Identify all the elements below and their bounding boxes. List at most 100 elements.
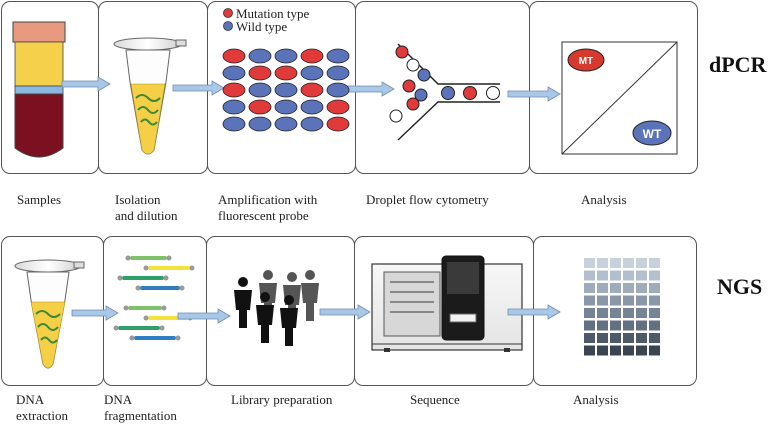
- heatmap-cell: [649, 345, 660, 356]
- heatmap-cell: [584, 345, 595, 356]
- heatmap-cell: [649, 320, 660, 331]
- heatmap-cell: [623, 270, 634, 281]
- person-figure: [280, 295, 298, 346]
- heatmap-cell: [623, 308, 634, 318]
- person-figure: [301, 270, 319, 321]
- heatmap-cell: [610, 283, 621, 293]
- heatmap-cell: [636, 295, 647, 306]
- legend-wild-label: Wild type: [236, 19, 287, 34]
- heatmap-cell: [623, 333, 634, 343]
- heatmap-cell: [649, 283, 660, 293]
- eppendorf-tube-bottom-icon: [14, 259, 85, 369]
- heatmap-cell: [610, 258, 621, 268]
- droplet-mutation: [274, 65, 298, 81]
- droplet-mutation: [300, 82, 324, 98]
- droplet-wild: [326, 48, 350, 64]
- droplet-wild: [300, 116, 324, 132]
- heatmap-cell: [636, 333, 647, 343]
- legend-wild-swatch: [223, 21, 233, 31]
- heatmap-cell: [610, 345, 621, 356]
- droplet-channel-icon: [389, 43, 500, 141]
- flow-arrows-top: [61, 76, 561, 102]
- droplet-wild: [222, 116, 246, 132]
- droplet-wild: [274, 48, 298, 64]
- heatmap-cell: [584, 258, 595, 268]
- droplet-wild: [222, 99, 246, 115]
- person-figure: [234, 277, 252, 328]
- heatmap-cell: [636, 320, 647, 331]
- scatter-analysis-icon: MT WT: [561, 41, 678, 155]
- droplet-mutation: [300, 48, 324, 64]
- heatmap-cell: [623, 320, 634, 331]
- step-label-samples: Samples: [17, 192, 62, 207]
- heatmap-cell: [636, 308, 647, 318]
- heatmap-cell: [597, 320, 608, 331]
- droplet-wild: [248, 116, 272, 132]
- step-label-analysis-ngs: Analysis: [573, 392, 619, 407]
- heatmap-cell: [584, 295, 595, 306]
- heatmap-cell: [584, 308, 595, 318]
- heatmap-cell: [584, 333, 595, 343]
- droplet-mutation: [248, 99, 272, 115]
- heatmap-cell: [649, 333, 660, 343]
- droplet-mutation: [248, 65, 272, 81]
- heatmap-cell: [636, 283, 647, 293]
- droplet-wild: [274, 82, 298, 98]
- heatmap-cell: [597, 270, 608, 281]
- legend: Mutation type Wild type: [223, 6, 310, 34]
- heatmap-cell: [584, 283, 595, 293]
- eppendorf-tube-icon: [113, 37, 187, 155]
- heatmap-cell: [597, 308, 608, 318]
- legend-mutation-swatch: [223, 8, 233, 18]
- heatmap-cell: [649, 308, 660, 318]
- heatmap-cell: [610, 308, 621, 318]
- mt-badge: [567, 48, 605, 72]
- heatmap-analysis-icon: [584, 258, 660, 356]
- droplet-wild: [300, 99, 324, 115]
- heatmap-cell: [584, 270, 595, 281]
- person-figure: [256, 292, 274, 343]
- heatmap-cell: [597, 283, 608, 293]
- droplet-wild: [300, 65, 324, 81]
- droplet-wild: [222, 65, 246, 81]
- wt-badge-label: WT: [643, 127, 662, 141]
- wt-badge: [632, 120, 672, 146]
- heatmap-cell: [623, 345, 634, 356]
- step-label-sequence: Sequence: [410, 392, 460, 407]
- droplet-wild: [326, 82, 350, 98]
- heatmap-cell: [610, 333, 621, 343]
- heatmap-cell: [610, 295, 621, 306]
- row-title-dpcr: dPCR: [709, 52, 767, 77]
- sequencer-machine-icon: [371, 255, 523, 352]
- heatmap-cell: [649, 270, 660, 281]
- droplet-grid: [222, 48, 350, 132]
- blood-sample-tube-icon: [12, 21, 66, 158]
- droplet-wild: [274, 116, 298, 132]
- heatmap-cell: [610, 320, 621, 331]
- step-label-library-preparation: Library preparation: [231, 392, 333, 407]
- heatmap-cell: [597, 295, 608, 306]
- droplet-mutation: [326, 116, 350, 132]
- heatmap-cell: [584, 320, 595, 331]
- heatmap-cell: [636, 258, 647, 268]
- heatmap-cell: [636, 270, 647, 281]
- heatmap-cell: [623, 258, 634, 268]
- heatmap-cell: [649, 295, 660, 306]
- heatmap-cell: [636, 345, 647, 356]
- dna-fragments-icon: [113, 255, 195, 341]
- droplet-mutation: [222, 48, 246, 64]
- heatmap-cell: [597, 345, 608, 356]
- droplet-mutation: [326, 99, 350, 115]
- heatmap-cell: [623, 295, 634, 306]
- people-library-icon: [234, 270, 319, 346]
- heatmap-cell: [597, 258, 608, 268]
- heatmap-cell: [649, 258, 660, 268]
- droplet-wild: [248, 82, 272, 98]
- heatmap-cell: [623, 283, 634, 293]
- step-label-droplet-flow: Droplet flow cytometry: [366, 192, 489, 207]
- mt-badge-label: MT: [579, 56, 593, 67]
